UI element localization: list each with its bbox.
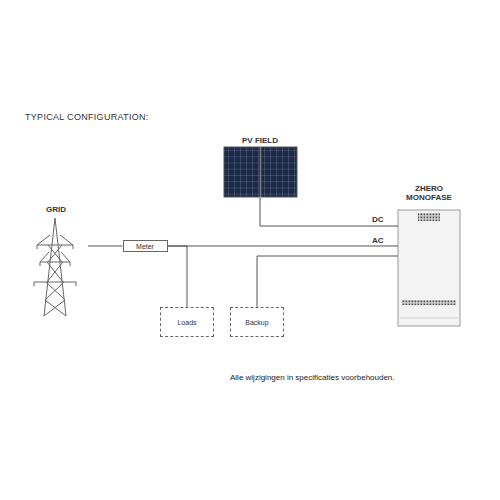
meter-box: Meter: [123, 240, 168, 252]
inverter-cabinet: [398, 210, 460, 326]
inverter-unit: ZHERO MONOFASE: [398, 184, 460, 326]
wire-label: DC: [371, 215, 385, 224]
loads-box: Loads: [160, 307, 214, 337]
node-label: Loads: [177, 319, 196, 326]
wire: [257, 256, 398, 307]
wire: [168, 246, 399, 247]
wire: [260, 198, 398, 226]
node-label: GRID: [26, 205, 86, 214]
node-label: Backup: [245, 319, 268, 326]
pv-field: PV FIELD: [220, 136, 300, 198]
grid-pylon: [34, 218, 76, 316]
node-label: ZHERO MONOFASE: [398, 184, 460, 202]
grid-node: GRID: [26, 205, 86, 318]
diagram-title: TYPICAL CONFIGURATION:: [25, 112, 149, 122]
backup-box: Backup: [230, 307, 284, 337]
caption-note: Alle wijzigingen in specificaties voorbe…: [230, 373, 395, 382]
wire-label: AC: [371, 236, 385, 245]
wire: [88, 246, 123, 247]
wire: [168, 246, 188, 307]
solar-panels: [224, 147, 297, 197]
node-label: PV FIELD: [220, 136, 300, 145]
node-label: Meter: [136, 243, 154, 250]
